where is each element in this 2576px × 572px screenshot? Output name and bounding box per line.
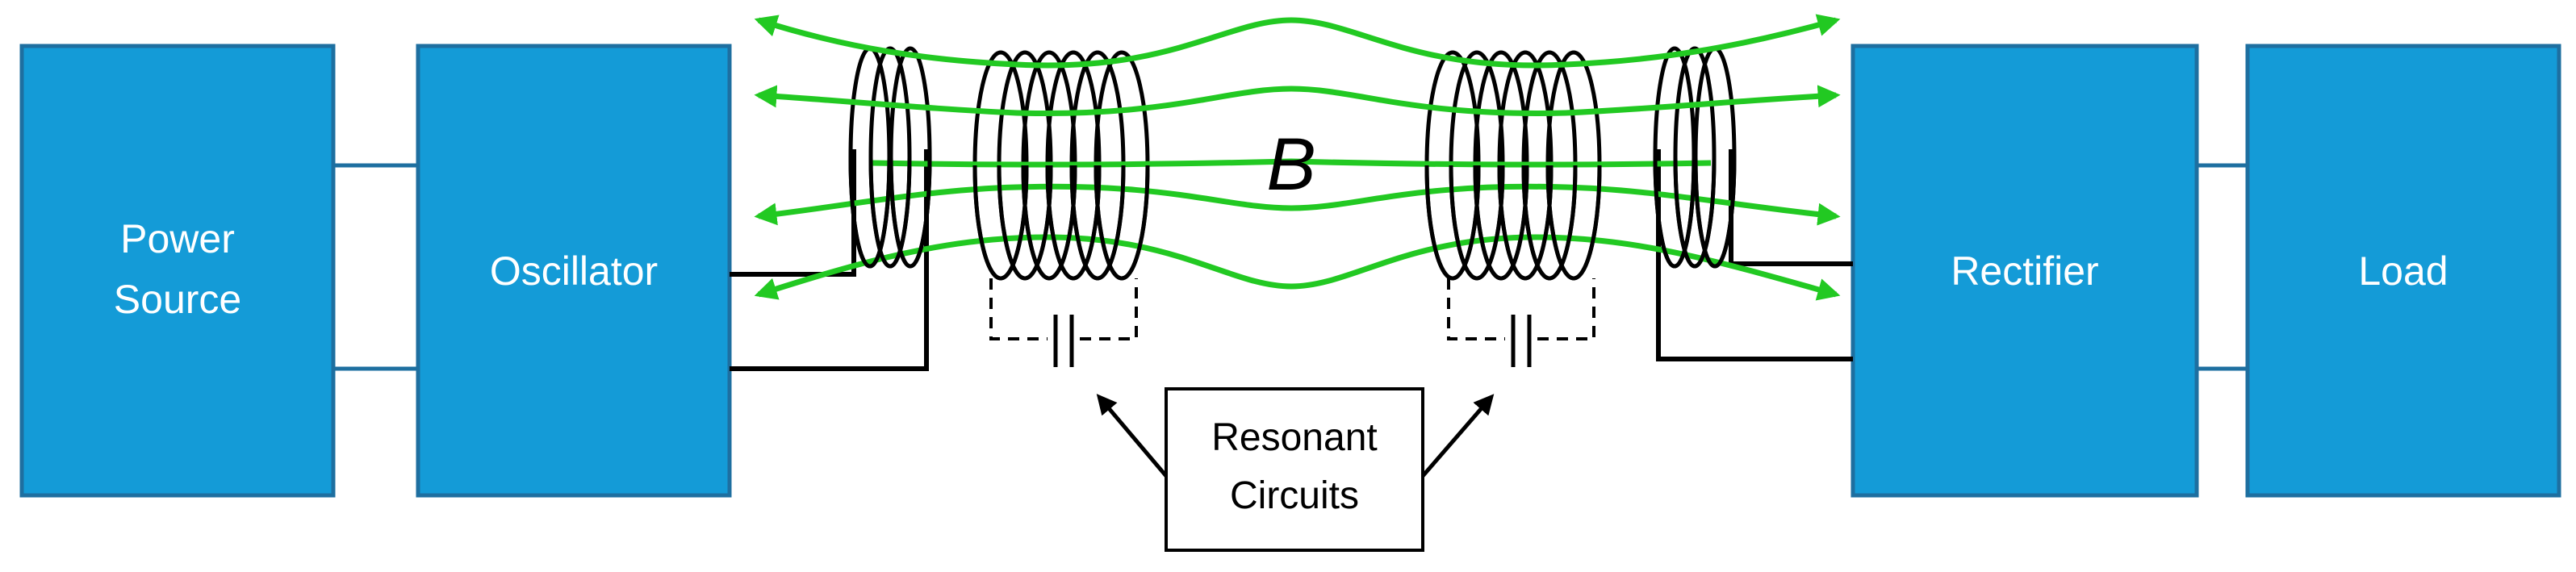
coil-front-arcs — [848, 157, 1737, 281]
callout-arrow-right — [1421, 394, 1495, 478]
power-source-block: Power Source — [19, 44, 336, 498]
oscillator-label: Oscillator — [490, 248, 658, 294]
magnetic-field-lines — [754, 14, 1841, 301]
field-line-1 — [754, 14, 1841, 69]
load-label: Load — [2358, 248, 2448, 294]
field-line-center — [871, 158, 1712, 168]
load-block: Load — [2245, 44, 2561, 498]
power-source-label-line1: Power — [120, 216, 235, 261]
callout-line1: Resonant — [1211, 416, 1377, 459]
right-capacitor-circuit — [1447, 278, 1595, 367]
magnetic-field-label: B — [1266, 123, 1315, 206]
callout-arrow-left — [1096, 394, 1168, 478]
field-line-2 — [754, 85, 1841, 116]
callout-line2: Circuits — [1230, 474, 1359, 517]
power-source-label-line2: Source — [114, 277, 241, 322]
rectifier-label: Rectifier — [1951, 248, 2098, 294]
oscillator-block: Oscillator — [416, 44, 732, 498]
block-connections — [333, 163, 2248, 371]
left-capacitor-circuit — [989, 278, 1138, 367]
field-line-4 — [754, 234, 1841, 301]
field-line-3 — [754, 183, 1841, 226]
rectifier-block: Rectifier — [1850, 44, 2199, 498]
resonant-circuits-callout: Resonant Circuits — [1096, 387, 1495, 552]
